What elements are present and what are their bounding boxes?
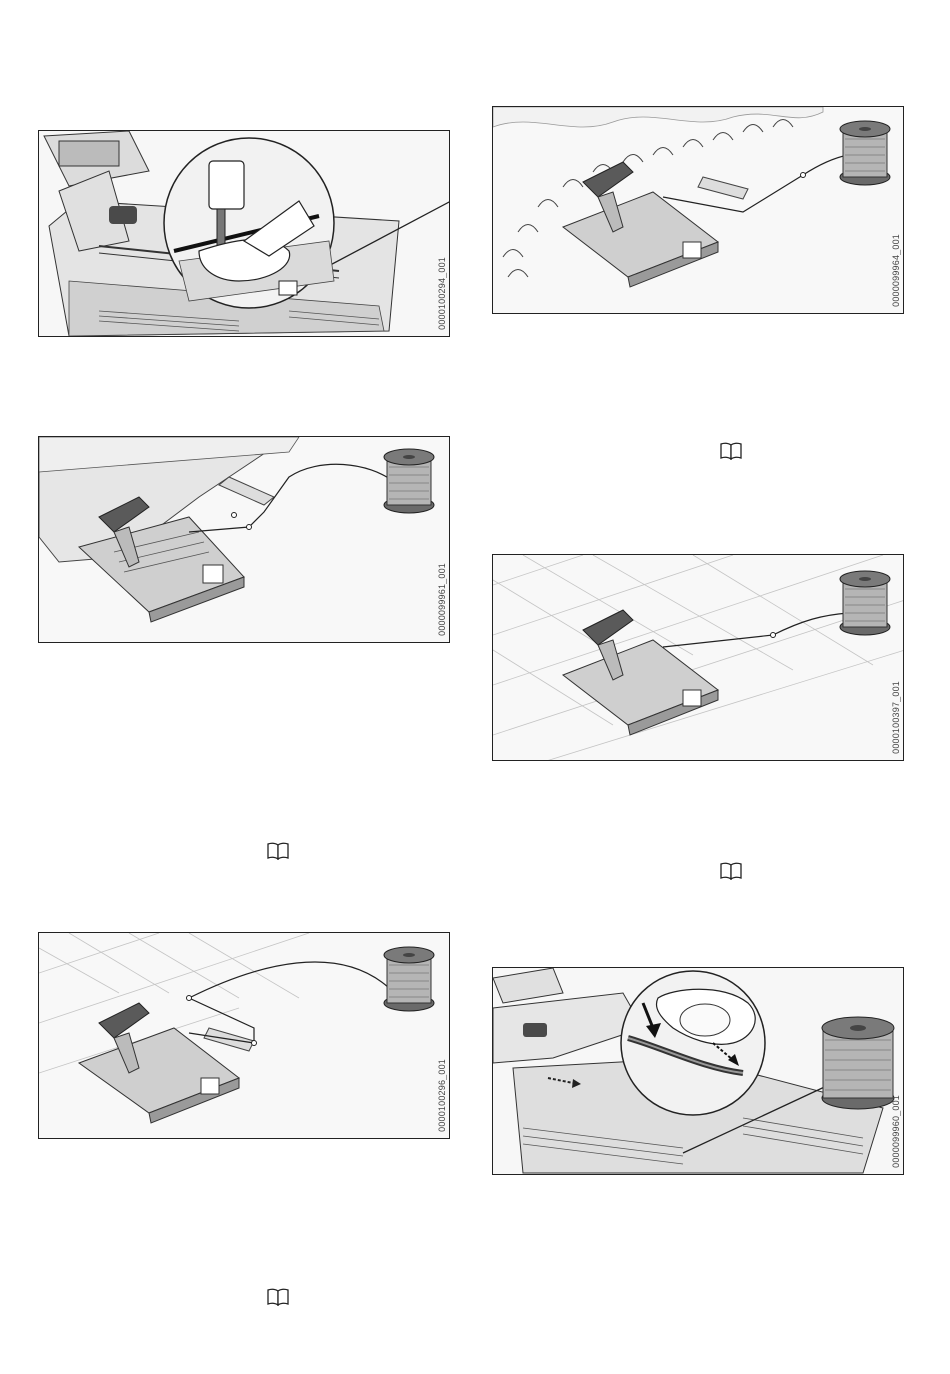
book-icon[interactable] bbox=[267, 1288, 289, 1306]
figure-code: 0000099960_001 bbox=[891, 1095, 901, 1168]
figure-code: 0000099961_001 bbox=[437, 563, 447, 636]
book-icon[interactable] bbox=[720, 442, 742, 460]
illustration-station-spool-tiles bbox=[493, 555, 904, 761]
figure-station-tiles: 0000100397_001 bbox=[492, 554, 904, 761]
figure-station-spool-edge: 0000099961_001 bbox=[38, 436, 450, 643]
illustration-station-spool-bushes bbox=[493, 107, 904, 314]
figure-code: 0000100296_001 bbox=[437, 1059, 447, 1132]
figure-code: 0000100294_001 bbox=[437, 257, 447, 330]
illustration-station-spool bbox=[39, 437, 450, 643]
illustration-peg-hammer bbox=[39, 131, 450, 337]
figure-station-bushes: 0000099964_001 bbox=[492, 106, 904, 314]
book-icon[interactable] bbox=[267, 842, 289, 860]
book-icon[interactable] bbox=[720, 862, 742, 880]
illustration-wire-insertion bbox=[493, 968, 904, 1175]
illustration-station-spool-pavement bbox=[39, 933, 450, 1139]
figure-charging-station-closeup: 0000100294_001 bbox=[38, 130, 450, 337]
figure-code: 0000100397_001 bbox=[891, 681, 901, 754]
figure-code: 0000099964_001 bbox=[891, 234, 901, 307]
figure-station-pavement: 0000100296_001 bbox=[38, 932, 450, 1139]
figure-wire-insertion-closeup: 0000099960_001 bbox=[492, 967, 904, 1175]
